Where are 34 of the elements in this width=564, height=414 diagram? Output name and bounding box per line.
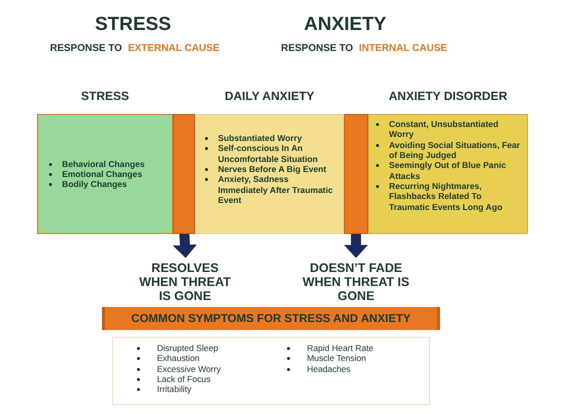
symptoms-panel	[112, 337, 430, 405]
bullet-item: Constant, Unsubstantiated Worry	[389, 119, 498, 140]
bullet-item: Muscle Tension	[307, 353, 366, 364]
bullet-item: Excessive Worry	[157, 364, 221, 374]
subtitle-text: INTERNAL CAUSE	[359, 43, 448, 54]
bullet-item: Exhaustion	[157, 353, 200, 364]
subtitle-text: RESPONSE TO	[50, 43, 122, 54]
column-heading: STRESS	[80, 89, 130, 103]
subtitle-text: RESPONSE TO	[281, 43, 354, 54]
outcome-text: DOESN’T FADE WHEN THREAT IS GONE	[300, 261, 412, 303]
bullet-item: Emotional Changes	[62, 168, 142, 179]
section-banner: COMMON SYMPTOMS FOR STRESS AND ANXIETY	[102, 307, 440, 330]
bullet-item: Anxiety, Sadness Immediately After Traumatic Event	[218, 174, 333, 205]
bullet-item: Headaches	[307, 364, 350, 374]
section-title: STRESS	[95, 14, 172, 36]
section-title: ANXIETY	[304, 14, 386, 36]
bullet-item: Avoiding Social Situations, Fear of Being Judged	[389, 140, 520, 160]
bullet-item: Self-conscious In An Uncomfortable Situation	[218, 143, 318, 164]
bullet-item: Disrupted Sleep	[157, 343, 218, 353]
bullet-item: Behavioral Changes	[62, 158, 145, 169]
column-heading: DAILY ANXIETY	[224, 89, 316, 103]
bullet-item: Substantiated Worry	[218, 133, 302, 143]
subtitle-text: EXTERNAL CAUSE	[128, 43, 220, 54]
column-heading: ANXIETY DISORDER	[388, 89, 508, 103]
bullet-item: Seemingly Out of Blue Panic Attacks	[389, 160, 506, 181]
bullet-item: Lack of Focus	[157, 374, 210, 384]
bullet-item: Recurring Nightmares, Flashbacks Related To Traumatic Events Long Ago	[389, 180, 502, 212]
bullet-item: Nerves Before A Big Event	[218, 164, 326, 174]
bullet-item: Bodily Changes	[62, 179, 127, 190]
divider-bar	[344, 114, 368, 234]
bullet-item: Rapid Heart Rate	[307, 343, 374, 353]
outcome-text: RESOLVES WHEN THREAT IS GONE	[135, 261, 235, 303]
divider-bar	[173, 114, 195, 234]
bullet-item: Irritability	[157, 384, 192, 394]
